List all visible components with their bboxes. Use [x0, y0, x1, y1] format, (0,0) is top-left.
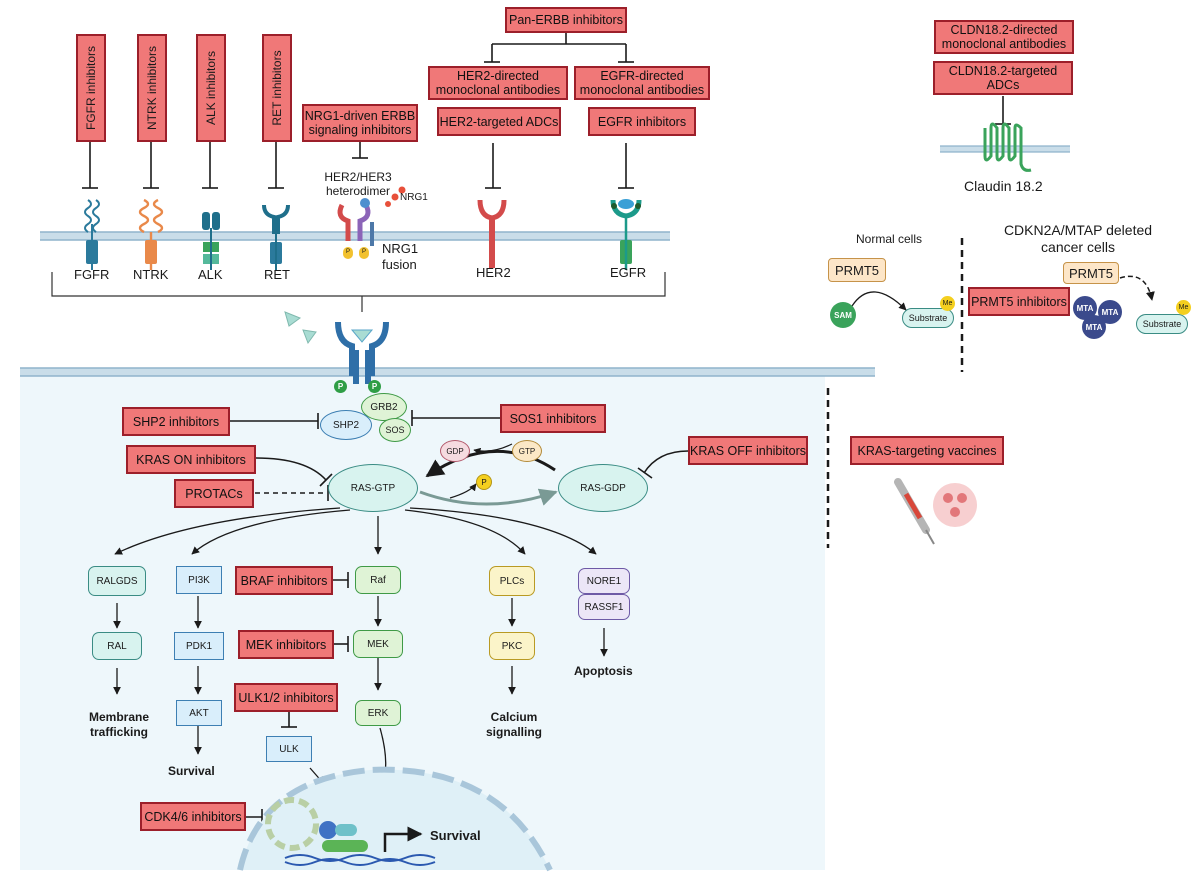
raf-node: Raf	[355, 566, 401, 594]
fgfr-label: FGFR	[74, 267, 110, 282]
prmt5-cancer: PRMT5	[1063, 262, 1119, 284]
sam-node: SAM	[830, 302, 856, 328]
egfr-mab-box: EGFR-directed monoclonal antibodies	[574, 66, 710, 100]
top-cell-membrane	[40, 231, 670, 241]
phospho-p: P	[334, 380, 347, 393]
claudin-label: Claudin 18.2	[964, 178, 1043, 194]
grb2-node: GRB2	[361, 393, 407, 421]
deleted-cells-label: CDKN2A/MTAP deleted cancer cells	[1003, 222, 1153, 255]
central-rtk	[335, 321, 389, 384]
ulk-node: ULK	[266, 736, 312, 762]
fgfr-receptor	[84, 199, 100, 270]
kras-off-inhibitors-box: KRAS OFF inhibitors	[688, 436, 808, 465]
her2-mab-box: HER2-directed monoclonal antibodies	[428, 66, 568, 100]
survival-label: Survival	[168, 764, 215, 778]
fgfr-inhibitors-box: FGFR inhibitors	[76, 34, 106, 142]
phospho-p: P	[368, 380, 381, 393]
receptor-bracket	[51, 272, 666, 297]
pan-erbb-box: Pan-ERBB inhibitors	[505, 7, 627, 33]
cldn-adc-box: CLDN18.2-targeted ADCs	[933, 61, 1073, 95]
her2-adc-box: HER2-targeted ADCs	[437, 107, 561, 136]
ntrk-label: NTRK	[133, 267, 169, 282]
nrg1-label: NRG1	[400, 192, 428, 203]
egfr-label: EGFR	[610, 265, 647, 280]
nrg1-inhibitors-box: NRG1-driven ERBB signaling inhibitors	[302, 104, 418, 142]
sos1-inhibitors-box: SOS1 inhibitors	[500, 404, 606, 433]
heterodimer-label: HER2/HER3 heterodimer	[324, 170, 392, 198]
substrate-normal: Substrate	[902, 308, 954, 328]
ras-gdp-node: RAS-GDP	[558, 464, 648, 512]
shp2-node: SHP2	[320, 410, 372, 440]
pi3k-node: PI3K	[176, 566, 222, 594]
substrate-cancer: Substrate	[1136, 314, 1188, 334]
egfr-receptor	[610, 199, 642, 270]
rassf1-node: RASSF1	[578, 594, 630, 620]
me-cancer: Me	[1176, 300, 1191, 315]
normal-cells-label: Normal cells	[856, 232, 923, 246]
nrg1-fusion-label: NRG1 fusion	[382, 241, 419, 272]
sos-node: SOS	[379, 418, 411, 442]
alk-label: ALK	[198, 267, 223, 282]
mek-node: MEK	[353, 630, 403, 658]
prmt5-normal: PRMT5	[828, 258, 886, 282]
nore1-node: NORE1	[578, 568, 630, 594]
calcium-signalling-label: Calcium signalling	[485, 710, 542, 739]
prmt5-inhibitors-box: PRMT5 inhibitors	[968, 287, 1070, 316]
mek-inhibitors-box: MEK inhibitors	[238, 630, 334, 659]
syringe-icon	[894, 478, 977, 545]
claudin-membrane	[940, 145, 1070, 153]
ralgds-node: RALGDS	[88, 566, 146, 596]
alk-inhibitors-box: ALK inhibitors	[196, 34, 226, 142]
shp2-inhibitors-box: SHP2 inhibitors	[122, 407, 230, 436]
ras-gtp-node: RAS-GTP	[328, 464, 418, 512]
mta-node: MTA	[1073, 296, 1097, 320]
survival-nucleus-label: Survival	[430, 828, 481, 843]
cdk-inhibitors-box: CDK4/6 inhibitors	[140, 802, 246, 831]
nucleus	[237, 766, 553, 872]
braf-inhibitors-box: BRAF inhibitors	[235, 566, 333, 595]
ret-label: RET	[264, 267, 290, 282]
phosphate-node: P	[476, 474, 492, 490]
alk-receptor	[202, 212, 220, 270]
her2-receptor	[477, 199, 507, 268]
protacs-box: PROTACs	[174, 479, 254, 508]
ral-node: RAL	[92, 632, 142, 660]
kras-vaccines-box: KRAS-targeting vaccines	[850, 436, 1004, 465]
receptor-inhibition-lines	[82, 32, 1011, 189]
phospho-p: P	[343, 247, 353, 257]
claudin-protein	[983, 122, 1032, 172]
mta-node: MTA	[1082, 315, 1106, 339]
ulk-inhibitors-box: ULK1/2 inhibitors	[234, 683, 338, 712]
cldn-mab-box: CLDN18.2-directed monoclonal antibodies	[934, 20, 1074, 54]
akt-node: AKT	[176, 700, 222, 726]
ret-receptor	[262, 204, 290, 270]
her2-label: HER2	[476, 265, 511, 280]
ligand-triangles	[284, 311, 317, 345]
me-normal: Me	[940, 296, 955, 311]
ras-inhibition-lines	[230, 410, 689, 825]
gdp-node: GDP	[440, 440, 470, 462]
erk-node: ERK	[355, 700, 401, 726]
plcs-node: PLCs	[489, 566, 535, 596]
pkc-node: PKC	[489, 632, 535, 660]
gtp-node: GTP	[512, 440, 542, 462]
ntrk-receptor	[138, 198, 164, 270]
main-cell-membrane	[20, 367, 875, 377]
pdk1-node: PDK1	[174, 632, 224, 660]
apoptosis-label: Apoptosis	[574, 664, 633, 678]
phospho-p: P	[359, 247, 369, 257]
kras-on-inhibitors-box: KRAS ON inhibitors	[126, 445, 256, 474]
ret-inhibitors-box: RET inhibitors	[262, 34, 292, 142]
ntrk-inhibitors-box: NTRK inhibitors	[137, 34, 167, 142]
membrane-trafficking-label: Membrane trafficking	[88, 710, 150, 739]
egfr-inhibitors-box: EGFR inhibitors	[588, 107, 696, 136]
